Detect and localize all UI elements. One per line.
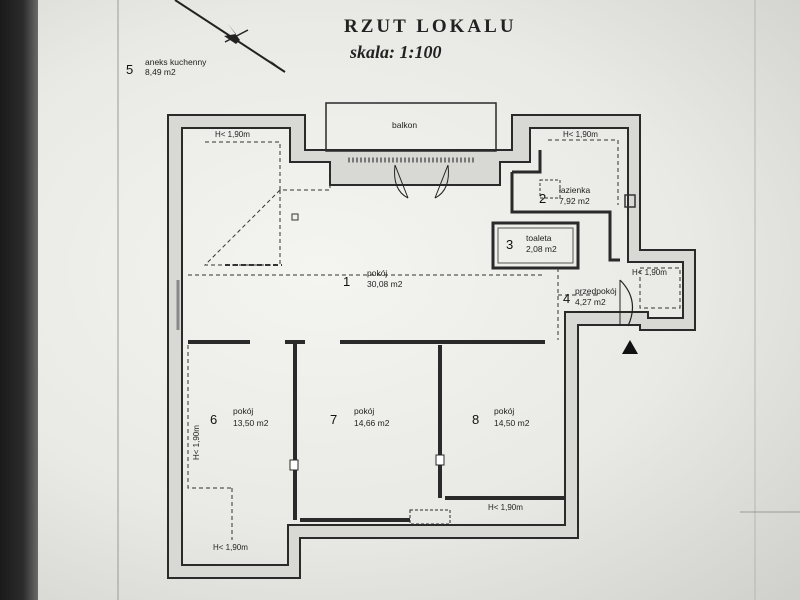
balcony-label: balkon [392,120,418,130]
plan-title: RZUT LOKALU [344,16,517,37]
toilet-inner [497,227,574,264]
room-1-name: pokój [367,268,388,278]
room-6-area: 13,50 m2 [233,418,269,428]
room-6-number: 6 [210,412,218,427]
outlet-icon [291,213,299,221]
room-7-name: pokój [354,406,375,416]
room-4-name: przedpokój [575,286,617,296]
bathroom-door-jamb [624,194,636,208]
ceiling-note-hallway: H< 1,90m [632,268,667,277]
entrance-door-swing [619,279,634,327]
room-2-number: 2 [539,191,547,206]
room-8-name: pokój [494,406,515,416]
ceiling-note-bathroom: H< 1,90m [563,130,598,139]
ceiling-note-kitchen: H< 1,90m [215,130,250,139]
ceiling-note-room6: H< 1,90m [192,425,201,460]
monitor-bezel [0,0,38,600]
room-7-area: 14,66 m2 [354,418,390,428]
room-2-name: łazienka [559,185,591,195]
room-6-name: pokój [233,406,254,416]
room-8-area: 14,50 m2 [494,418,530,428]
room-3-area: 2,08 m2 [526,244,557,254]
room-1-area: 30,08 m2 [367,279,403,289]
room-5-number: 5 [126,62,134,77]
ceiling-note-bottom: H< 1,90m [213,543,248,552]
bathroom-dashed [548,139,619,205]
interior-walls [188,340,565,522]
room-4-area: 4,27 m2 [575,297,606,307]
room-1-number: 1 [343,274,351,289]
plan-scale: skala: 1:100 [350,42,442,62]
entrance-marker-icon [622,340,638,354]
room-3-name: toaleta [526,233,552,243]
room-8-number: 8 [472,412,480,427]
wardrobe-dashed [639,267,681,309]
room-2-area: 7,92 m2 [559,196,590,206]
balcony-door [394,164,449,199]
bathtub [539,179,561,199]
room-4-number: 4 [563,291,571,306]
balcony [325,102,497,152]
hallway-dashed [557,268,600,340]
room-7-number: 7 [330,412,338,427]
room-5-area: 8,49 m2 [145,67,176,77]
room-3-number: 3 [506,237,514,252]
wall-junctions [289,454,451,525]
outer-wall [167,114,696,579]
room-5-name: aneks kuchenny [145,57,207,67]
toilet-wall [491,221,580,270]
room6-dashed [187,345,232,489]
ceiling-note-room8: H< 1,90m [488,503,523,512]
bathroom-wall [510,150,620,262]
north-arrow-icon [174,0,286,73]
